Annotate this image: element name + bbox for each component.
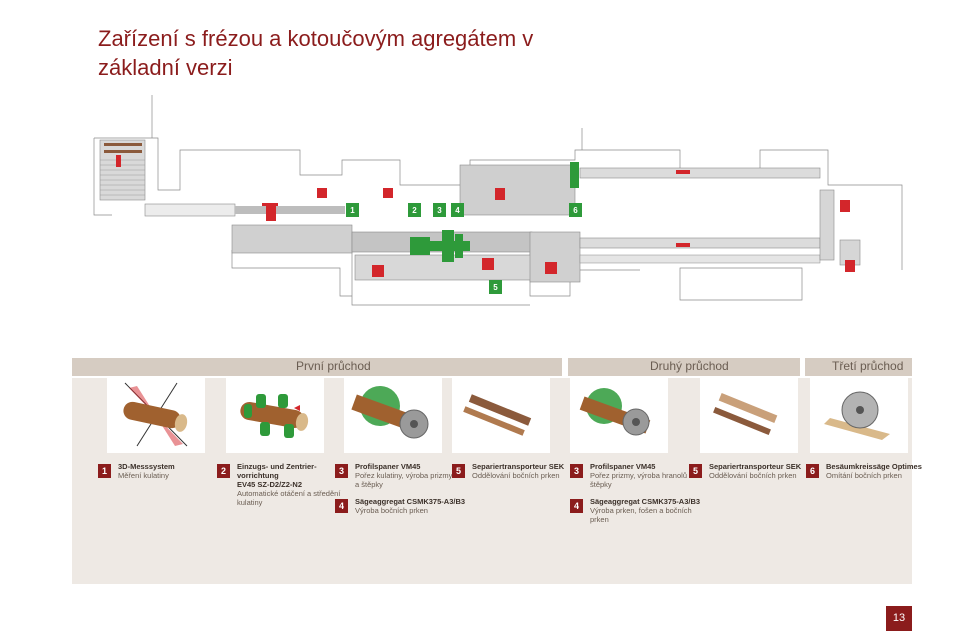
step-title-3: Profilspaner VM45 <box>355 462 421 471</box>
step-title-4-second: Sägeaggregat CSMK375-A3/B3 <box>590 497 701 506</box>
step-desc-2b: kulatiny <box>237 498 263 507</box>
second-pass-bar <box>568 358 800 376</box>
separated-boards-icon <box>463 394 532 436</box>
tile-second-pass-chipper <box>570 378 668 453</box>
step-desc-6: Omítání bočních prken <box>826 471 902 480</box>
callout-6: 6 <box>573 206 578 215</box>
tile-infeed-centering <box>226 378 324 453</box>
step-title-1: 3D-Messsystem <box>118 462 175 471</box>
tile-separating-transporter-1 <box>452 378 550 453</box>
step-title-2b: vorrichtung <box>237 471 279 480</box>
step-desc-3a: Pořez kulatiny, výroba prizmy <box>355 471 453 480</box>
step-desc-1: Měření kulatiny <box>118 471 169 480</box>
step-desc-4-second-a: Výroba prken, fošen a bočních <box>590 506 692 515</box>
step-badge-3: 3 <box>335 464 348 478</box>
page-title-line-2: základní verzi <box>98 55 233 80</box>
tile-3d-measurement <box>107 378 205 453</box>
third-pass-label: Třetí průchod <box>832 359 904 373</box>
step-badge-6: 6 <box>806 464 819 478</box>
tile-edger <box>810 378 908 453</box>
infeed-rollers-icon <box>240 394 309 438</box>
step-title-5: Separiertransporteur SEK <box>472 462 565 471</box>
step-desc-3-second-a: Pořez prizmy, výroba hranolů a <box>590 471 694 480</box>
step-badge-3-second: 3 <box>570 464 583 478</box>
step-desc-5-second: Oddělování bočních prken <box>709 471 797 480</box>
step-title-4: Sägeaggregat CSMK375-A3/B3 <box>355 497 466 506</box>
step-title-2c: EV45 SZ-D2/Z2-N2 <box>237 480 303 489</box>
step-badge-5: 5 <box>452 464 465 478</box>
step-desc-3b: a štěpky <box>355 480 383 489</box>
step-desc-5: Oddělování bočních prken <box>472 471 560 480</box>
third-pass-bar <box>805 358 912 376</box>
step-badge-4-second: 4 <box>570 499 583 513</box>
tile-profile-chipper <box>344 378 442 453</box>
tile-separating-transporter-2 <box>700 378 798 453</box>
step-desc-4-second-b: prken <box>590 515 609 524</box>
step-badge-5-second: 5 <box>689 464 702 478</box>
step-title-2a: Einzugs- und Zentrier- <box>237 462 317 471</box>
callout-1: 1 <box>350 206 355 215</box>
page-title: Zařízení s frézou a kotoučovým agregátem… <box>98 24 598 82</box>
step-desc-4: Výroba bočních prken <box>355 506 428 515</box>
step-title-5-second: Separiertransporteur SEK <box>709 462 802 471</box>
step-title-6: Besäumkreissäge Optimes <box>826 462 922 471</box>
edger-saw-icon <box>824 391 890 440</box>
plant-layout-diagram: 1 2 3 4 6 5 <box>93 95 903 306</box>
callout-2: 2 <box>412 206 417 215</box>
step-desc-2a: Automatické otáčení a středění <box>237 489 341 498</box>
step-title-3-second: Profilspaner VM45 <box>590 462 656 471</box>
callout-3: 3 <box>437 206 442 215</box>
first-pass-bar <box>72 358 562 376</box>
chipper-saw-icon <box>351 386 429 439</box>
page-number: 13 <box>886 606 912 631</box>
separated-boards-icon-2 <box>713 393 778 436</box>
page-title-line-1: Zařízení s frézou a kotoučovým agregátem… <box>98 26 534 51</box>
callout-5: 5 <box>493 283 498 292</box>
second-pass-label: Druhý průchod <box>650 359 729 373</box>
callout-4: 4 <box>455 206 460 215</box>
callout-markers: 1 2 3 4 6 5 <box>346 203 582 294</box>
first-pass-label: První průchod <box>296 359 371 373</box>
step-desc-3-second-b: štěpky <box>590 480 612 489</box>
step-badge-4: 4 <box>335 499 348 513</box>
log-measurement-icon <box>123 382 188 447</box>
step-badge-1: 1 <box>98 464 111 478</box>
second-pass-chipper-icon <box>579 388 651 436</box>
step-badge-2: 2 <box>217 464 230 478</box>
